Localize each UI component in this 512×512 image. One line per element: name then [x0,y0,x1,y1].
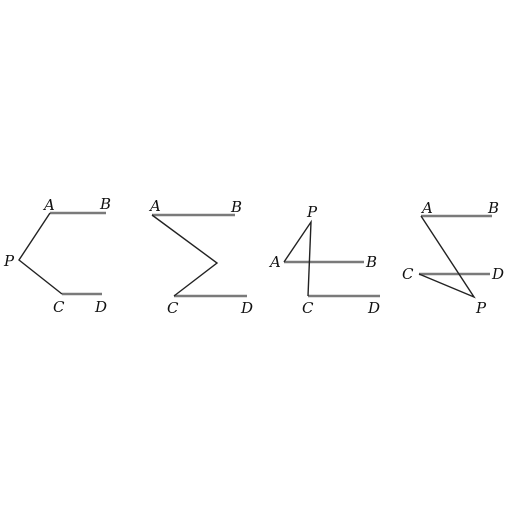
figure-3: P A B C D [268,203,380,317]
fig3-label-a: A [268,253,281,271]
fig3-label-d: D [367,299,380,317]
fig2-label-c: C [167,299,179,317]
figure-4: A B C D P [402,199,504,317]
fig2-label-d: D [240,299,253,317]
fig3-path-apc [283,219,312,297]
figure-2: A B C D [148,197,253,317]
fig4-label-b: B [487,199,499,217]
fig1-label-c: C [53,298,65,316]
fig2-label-a: A [148,197,161,215]
figure-1: A B P C D [3,195,111,316]
fig1-label-b: B [99,195,111,213]
fig2-path-apc [151,214,219,297]
fig1-path-apc [18,212,63,295]
fig3-label-b: B [365,253,377,271]
fig4-label-d: D [491,265,504,283]
fig4-path-apc [418,215,476,299]
fig1-label-a: A [42,196,55,214]
fig3-label-p: P [306,203,318,221]
fig1-label-p: P [3,252,15,270]
fig1-label-d: D [94,298,107,316]
fig4-label-c: C [402,265,414,283]
fig3-label-c: C [302,299,314,317]
fig4-label-a: A [420,199,433,217]
fig2-label-b: B [230,198,242,216]
fig4-label-p: P [475,299,487,317]
